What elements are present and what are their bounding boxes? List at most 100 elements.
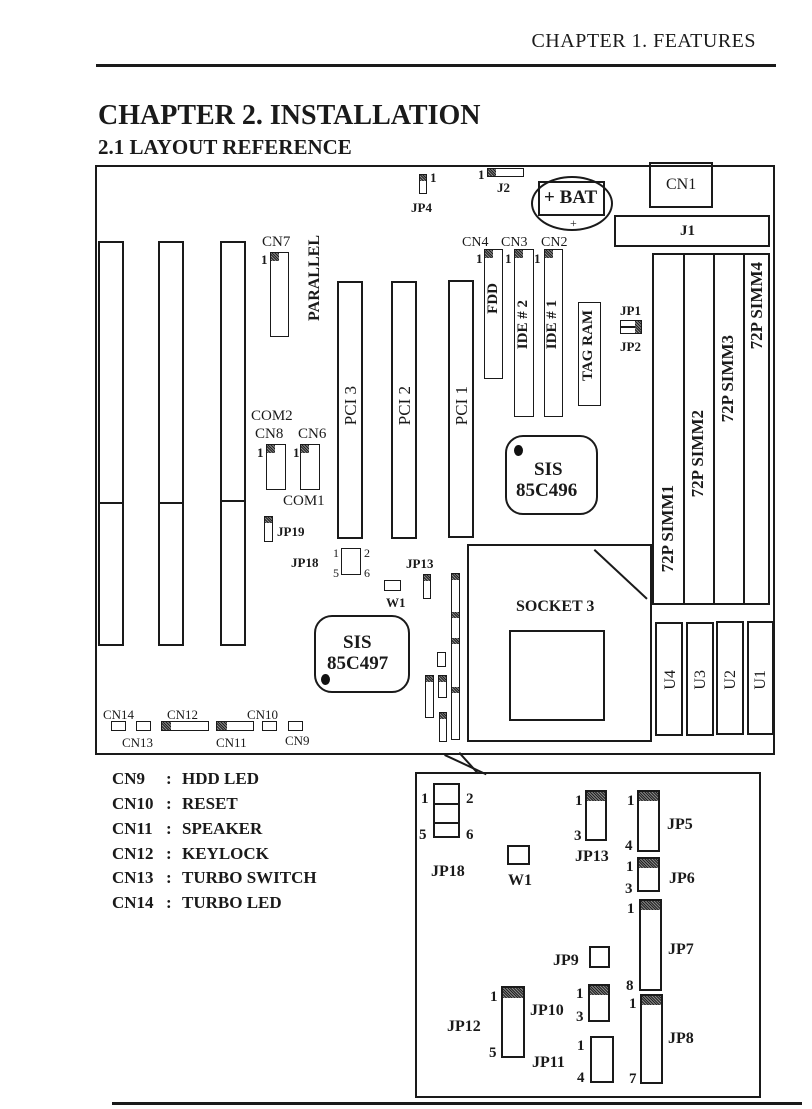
- w1-label: W1: [386, 595, 406, 610]
- section-title: 2.1 LAYOUT REFERENCE: [98, 135, 352, 159]
- jp2-label: JP2: [620, 339, 641, 354]
- cn6-label: CN6: [298, 426, 327, 442]
- detail-jp9-label: JP9: [553, 952, 579, 969]
- detail-jp12-pin1: 1: [490, 989, 498, 1005]
- jp18-pin1: 1: [333, 546, 339, 560]
- jp18-pin2: 2: [364, 546, 370, 560]
- jp4-jumper: [419, 174, 427, 194]
- footer-rule: [112, 1102, 802, 1105]
- simm4-label: 72P SIMM4: [747, 262, 766, 350]
- detail-jp12-pin5: 5: [489, 1045, 497, 1061]
- legend-row: CN11:SPEAKER: [112, 819, 263, 838]
- detail-jp7-pin1: 1: [627, 901, 635, 917]
- legend-row: CN13:TURBO SWITCH: [112, 868, 317, 887]
- fdd-connector: [484, 249, 503, 379]
- detail-jp18: [433, 783, 460, 838]
- detail-jp13-pin1: 1: [575, 793, 583, 809]
- jumper-pin1-marker: [452, 612, 459, 618]
- simm-bank: [652, 253, 770, 605]
- cn11-label: CN11: [216, 735, 247, 750]
- isa-slot-divider: [220, 500, 246, 502]
- detail-jp18-pin1: 1: [421, 791, 429, 807]
- jp12-jumper: [425, 675, 434, 718]
- detail-jp11: [590, 1036, 614, 1083]
- isa-slot-divider: [158, 502, 184, 504]
- cn11-header: [216, 721, 254, 731]
- socket-3-label: SOCKET 3: [516, 598, 595, 615]
- detail-jp5-pin4: 4: [625, 838, 633, 854]
- pci1-slot: [448, 280, 474, 538]
- cn10-header: [262, 721, 277, 731]
- cn2-pin1-label: 1: [534, 251, 541, 266]
- pci2-label: PCI 2: [395, 386, 414, 426]
- jp18-pin6: 6: [364, 566, 370, 580]
- cn8-header: [266, 444, 286, 490]
- isa-slot: [98, 241, 124, 646]
- jp11-jumper: [439, 712, 447, 742]
- detail-jp5-label: JP5: [667, 816, 693, 833]
- detail-jp6: [637, 857, 660, 892]
- detail-jp13: [585, 790, 607, 841]
- detail-jp12: [501, 986, 525, 1058]
- ide2-connector: [514, 249, 534, 417]
- u3-label: U3: [692, 670, 709, 690]
- legend-row: CN10:RESET: [112, 794, 238, 813]
- cache-chip-u3: [686, 622, 714, 736]
- cn13-header: [136, 721, 151, 731]
- sis-85c497-model: 85C497: [327, 653, 389, 674]
- detail-jp8-label: JP8: [668, 1030, 694, 1047]
- j2-header: [487, 168, 524, 177]
- detail-jp5: [637, 790, 660, 852]
- j1-connector: [614, 215, 770, 247]
- pci1-label: PCI 1: [452, 386, 471, 426]
- battery-plus-label: +: [570, 216, 577, 230]
- isa-slot: [158, 241, 184, 646]
- detail-jp6-pin1: 1: [626, 859, 634, 875]
- detail-jp18-pin2: 2: [466, 791, 474, 807]
- w1-jumper: [384, 580, 401, 591]
- detail-jp10-pin1: 1: [576, 986, 584, 1002]
- cn4-label: CN4: [462, 235, 489, 250]
- jp1-label: JP1: [620, 303, 641, 318]
- detail-jp11-pin4: 4: [577, 1070, 585, 1086]
- board-outline: [95, 165, 775, 755]
- detail-jp8-pin7: 7: [629, 1071, 637, 1087]
- cn6-pin1-label: 1: [293, 445, 300, 460]
- cn3-label: CN3: [501, 235, 528, 250]
- cn1-label: CN1: [666, 176, 697, 193]
- j1-label: J1: [680, 223, 695, 239]
- j2-label: J2: [497, 180, 510, 195]
- cpu-socket-3: [467, 544, 652, 742]
- cn8-label: CN8: [255, 426, 284, 442]
- cn12-label: CN12: [167, 707, 199, 722]
- cn9-label: CN9: [285, 733, 310, 748]
- u4-label: U4: [662, 670, 679, 690]
- detail-jp9: [589, 946, 610, 968]
- sis-85c496-model: 85C496: [516, 480, 578, 501]
- detail-jp11-pin1: 1: [577, 1038, 585, 1054]
- cn7-label: CN7: [262, 234, 291, 250]
- legend-row: CN12:KEYLOCK: [112, 844, 269, 863]
- detail-jp12-label: JP12: [447, 1018, 481, 1035]
- jp18-label: JP18: [291, 555, 319, 570]
- pci3-slot: [337, 281, 363, 539]
- cn9-header: [288, 721, 303, 731]
- jp4-label: JP4: [411, 200, 432, 215]
- cn8-pin1-label: 1: [257, 445, 264, 460]
- detail-jp6-pin3: 3: [625, 881, 633, 897]
- cn13-label: CN13: [122, 735, 154, 750]
- cn3-pin1-label: 1: [505, 251, 512, 266]
- tag-ram-chip: [578, 302, 601, 406]
- detail-jp7-pin8: 8: [626, 978, 634, 994]
- cn12-header: [161, 721, 209, 731]
- cache-chip-u2: [716, 621, 744, 735]
- detail-jp11-label: JP11: [532, 1054, 565, 1071]
- detail-jp18-divider: [433, 822, 460, 824]
- detail-jp10-pin3: 3: [576, 1009, 584, 1025]
- jp19-label: JP19: [277, 524, 305, 539]
- simm-divider: [713, 253, 715, 605]
- jp18-pin5: 5: [333, 566, 339, 580]
- parallel-label: PARALLEL: [306, 235, 323, 321]
- jp18-jumper: [341, 548, 361, 575]
- jumper-pin1-marker: [452, 638, 459, 644]
